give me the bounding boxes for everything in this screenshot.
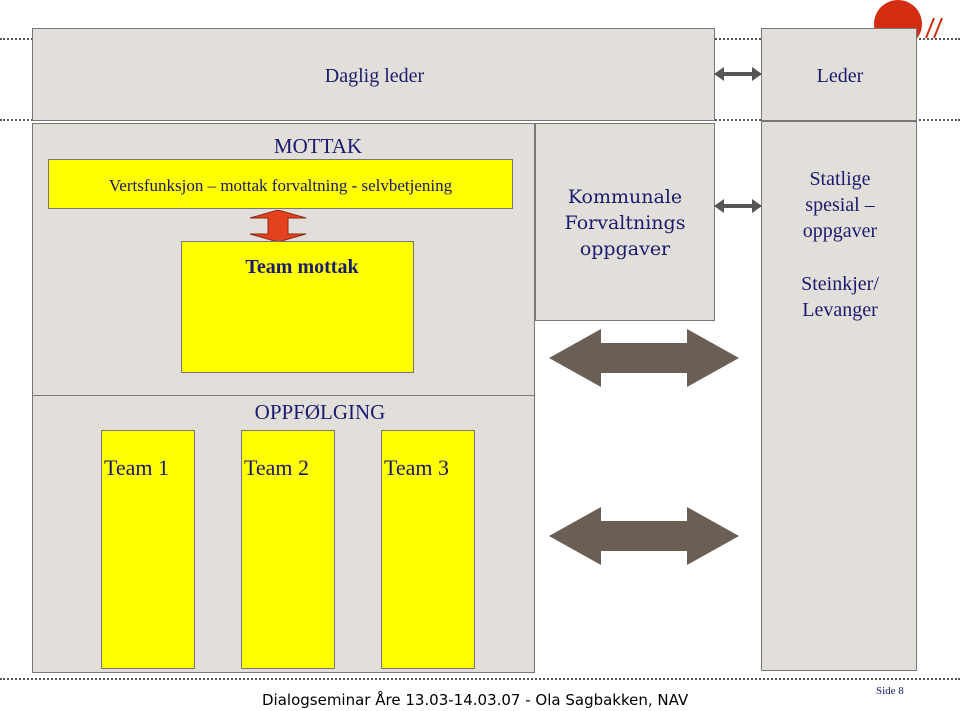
page-number: Side 8 (876, 685, 904, 697)
mottak-title: MOTTAK (273, 134, 363, 158)
oppfolging-title: OPPFØLGING (254, 400, 386, 424)
footer-text: Dialogseminar Åre 13.03-14.03.07 - Ola S… (262, 691, 689, 709)
leder-label: Leder (816, 65, 864, 87)
team-2-label: Team 2 (244, 455, 310, 480)
statlige-line4: Steinkjer/ (801, 273, 879, 295)
statlige-line2: spesial – (805, 194, 875, 216)
statlige-line3: oppgaver (802, 220, 878, 242)
dotted-line-bottom (0, 678, 960, 680)
kommunale-box: Kommunale Forvaltnings oppgaver (535, 123, 715, 321)
daglig-leder-label: Daglig leder (324, 65, 425, 87)
statlige-line5: Levanger (802, 299, 878, 321)
team-mottak-box: Team mottak (181, 241, 414, 373)
vertsfunksjon-label: Vertsfunksjon – mottak forvaltning - sel… (108, 176, 453, 195)
statlige-line1: Statlige (809, 168, 871, 190)
kommunale-line2: Forvaltnings (564, 212, 686, 234)
kommunale-line1: Kommunale (567, 186, 683, 208)
big-arrow-lower (549, 507, 739, 565)
team-1-label: Team 1 (104, 455, 170, 480)
team-1-box (101, 430, 195, 669)
small-arrow-top (714, 67, 762, 81)
red-double-arrow (249, 210, 307, 242)
team-2-box (241, 430, 335, 669)
daglig-leder-box: Daglig leder (32, 28, 715, 121)
leder-box: Leder (761, 28, 917, 121)
statlige-box: Statlige spesial – oppgaver Steinkjer/ L… (761, 121, 917, 671)
vertsfunksjon-box: Vertsfunksjon – mottak forvaltning - sel… (48, 159, 513, 209)
kommunale-line3: oppgaver (579, 238, 671, 260)
team-3-label: Team 3 (384, 455, 450, 480)
big-arrow-upper (549, 329, 739, 387)
team-3-box (381, 430, 475, 669)
small-arrow-middle (714, 199, 762, 213)
team-mottak-label: Team mottak (245, 256, 359, 278)
